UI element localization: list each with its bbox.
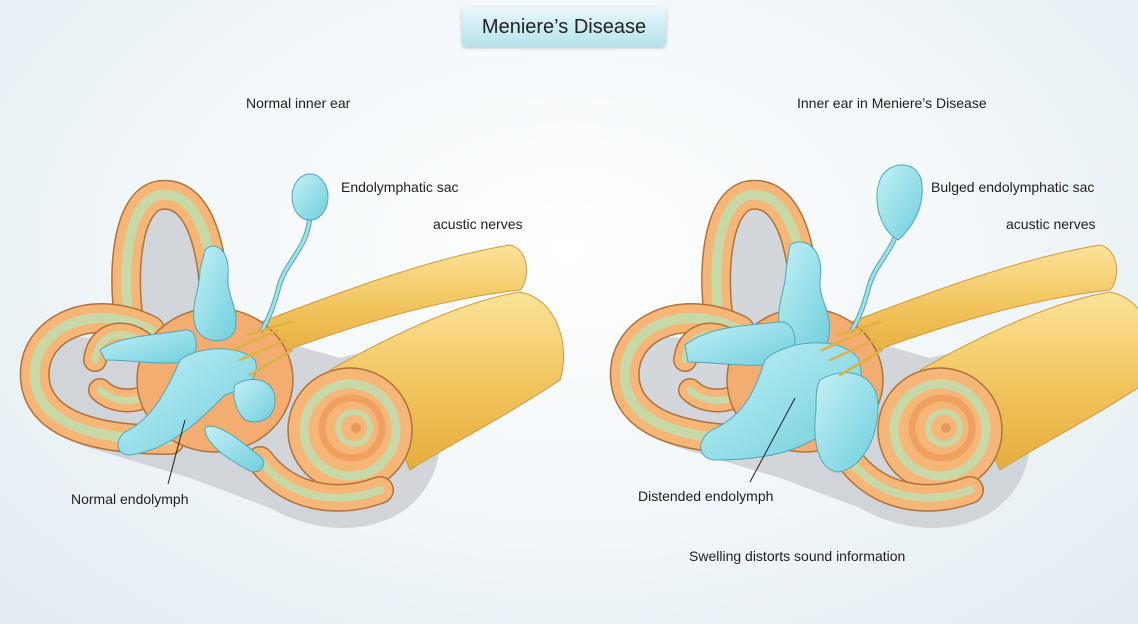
normal-ear-heading: Normal inner ear <box>246 95 351 111</box>
bulged-endolymphatic-sac <box>876 164 923 241</box>
page-title: Meniere’s Disease <box>481 15 647 38</box>
endolymphatic-sac-label: Endolymphatic sac <box>341 179 459 195</box>
distended-endolymph-label: Distended endolymph <box>638 488 774 504</box>
acoustic-nerves-label: acustic nerves <box>433 216 523 232</box>
normal-endolymph-label: Normal endolymph <box>71 491 189 507</box>
endolymphatic-sac <box>291 173 329 221</box>
meniere-ear-heading: Inner ear in Meniere’s Disease <box>797 95 987 111</box>
acoustic-nerves-label-right: acustic nerves <box>1006 216 1096 232</box>
title-banner: Meniere’s Disease <box>462 7 666 47</box>
normal-ear-illustration <box>35 173 564 528</box>
meniere-ear-illustration <box>625 164 1138 528</box>
bulged-sac-label: Bulged endolymphatic sac <box>931 179 1095 195</box>
endolymph-leader-line <box>749 397 796 483</box>
caption-text: Swelling distorts sound information <box>689 548 906 564</box>
endolymph-leader-line <box>167 419 186 485</box>
